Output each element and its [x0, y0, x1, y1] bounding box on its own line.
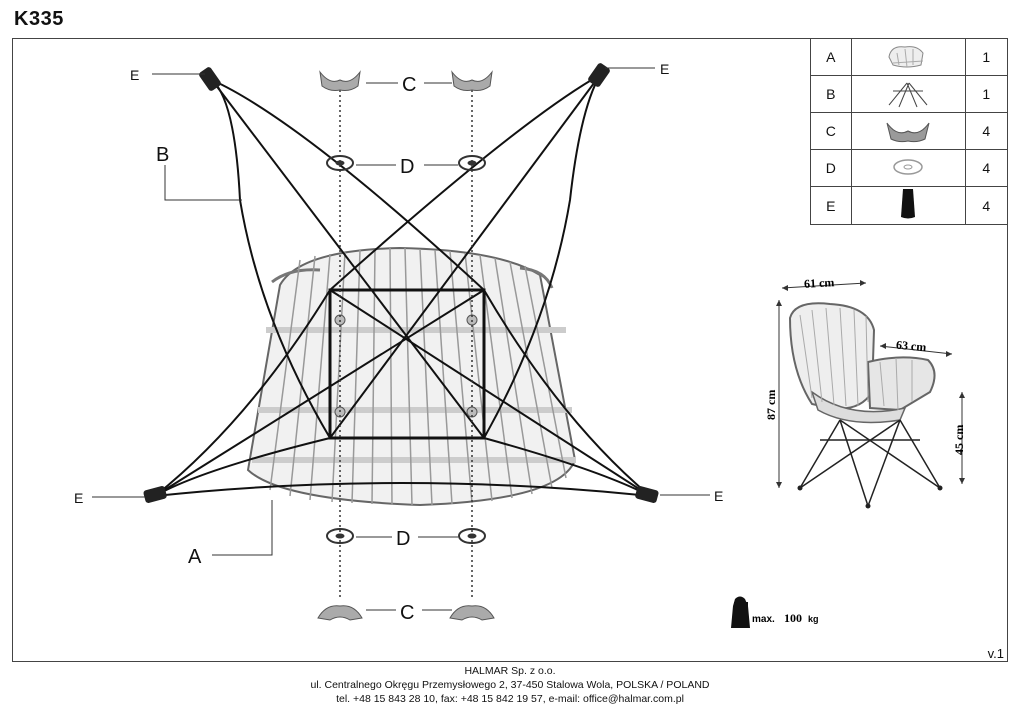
label-b: B [156, 144, 169, 166]
part-qty: 4 [964, 186, 1009, 225]
washers [326, 155, 486, 544]
part-letter: C [810, 112, 852, 150]
chair-seat-icon [850, 38, 966, 76]
max-load-unit: kg [808, 614, 819, 624]
max-load: max. 100 kg [731, 596, 819, 628]
parts-row: A 1 [810, 38, 1009, 76]
parts-table: A 1 B 1 C 4 D 4 E 4 [810, 38, 1009, 225]
foot-caps [143, 63, 659, 503]
label-e-bottom-left: E [74, 490, 83, 506]
part-qty: 1 [964, 75, 1009, 113]
drawing-frame [12, 38, 1008, 662]
label-e-bottom-right: E [714, 488, 723, 504]
part-qty: 4 [964, 149, 1009, 187]
company-address: ul. Centralnego Okręgu Przemysłowego 2, … [310, 679, 710, 691]
parts-row: C 4 [810, 112, 1009, 150]
wing-nut-icon [850, 112, 966, 150]
part-qty: 1 [964, 38, 1009, 76]
chair-dimension-drawing: 61 cm 63 cm 87 cm 45 cm [764, 275, 966, 509]
max-load-value: 100 [784, 611, 802, 625]
part-letter: A [810, 38, 852, 76]
part-letter: D [810, 149, 852, 187]
label-e-top-right: E [660, 61, 669, 77]
company-contact: tel. +48 15 843 28 10, fax: +48 15 842 1… [336, 693, 684, 705]
label-d-bottom: D [396, 528, 410, 550]
washer-icon [850, 149, 966, 187]
label-d-top: D [400, 156, 414, 178]
dim-width: 61 cm [804, 275, 835, 291]
wing-nuts-bottom [317, 605, 495, 621]
company-name: HALMAR Sp. z o.o. [464, 665, 556, 677]
weight-icon [731, 596, 750, 628]
dim-depth: 63 cm [895, 338, 926, 355]
model-code: K335 [14, 8, 64, 30]
label-e-top-left: E [130, 67, 139, 83]
part-qty: 4 [964, 112, 1009, 150]
max-load-label: max. [752, 614, 775, 625]
dim-height: 87 cm [764, 390, 778, 420]
label-c-top: C [402, 74, 416, 96]
company-footer: HALMAR Sp. z o.o. ul. Centralnego Okręgu… [0, 664, 1020, 706]
part-letter: E [810, 186, 852, 225]
part-letter: B [810, 75, 852, 113]
parts-row: B 1 [810, 75, 1009, 113]
wire-base [154, 74, 651, 497]
parts-row: D 4 [810, 149, 1009, 187]
wire-base-icon [850, 75, 966, 113]
label-a: A [188, 546, 202, 568]
label-c-bottom: C [400, 602, 414, 624]
mounting-frame [328, 288, 486, 440]
wing-nuts-top [319, 70, 493, 91]
foot-cap-icon [850, 186, 966, 225]
dim-seat-height: 45 cm [952, 425, 966, 455]
version-label: v.1 [987, 646, 1004, 661]
parts-row: E 4 [810, 186, 1009, 225]
